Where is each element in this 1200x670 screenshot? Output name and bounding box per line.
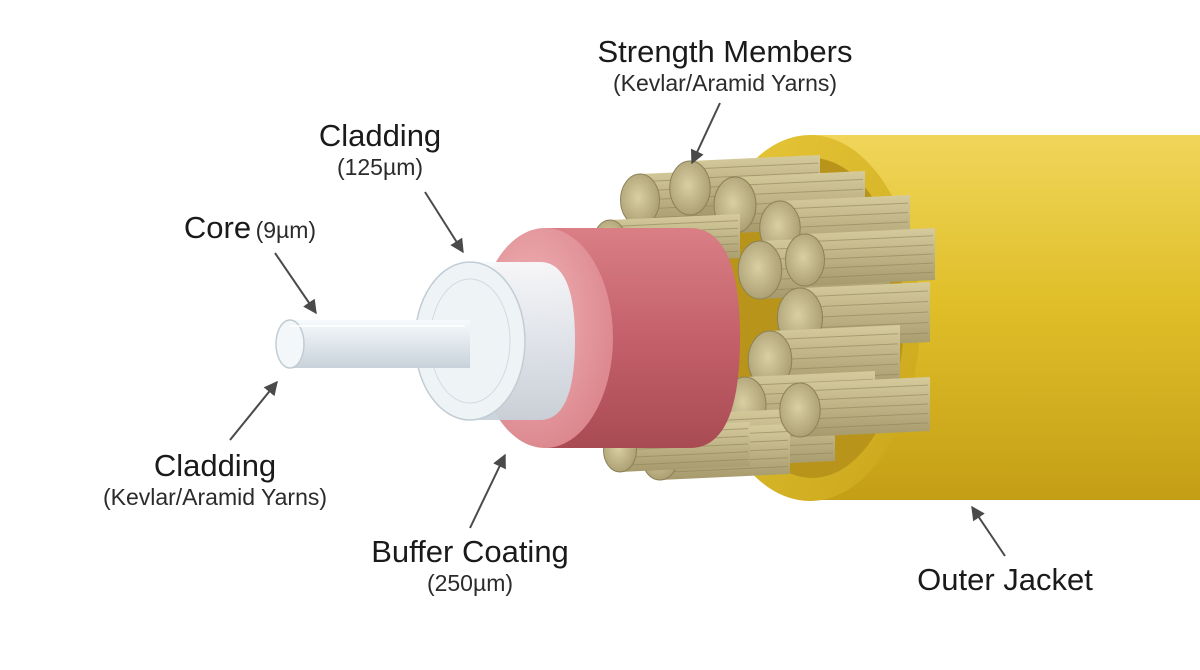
strength-member-yarns (593, 155, 935, 481)
label-cladding-top: Cladding (125µm) (290, 118, 470, 180)
yarn-fiber-line (619, 451, 749, 459)
label-buffer-coating-sub: (250µm) (426, 569, 514, 596)
label-buffer-coating: Buffer Coating (250µm) (340, 534, 600, 596)
yarn-fiber-line (744, 378, 874, 386)
yarn-fiber-line (779, 212, 909, 220)
yarn-bundle-end (669, 160, 711, 216)
yarn-fiber-line (804, 244, 934, 252)
arrow-core (274, 252, 317, 315)
yarn-fiber-line (799, 384, 929, 392)
label-core-sub: (9µm) (255, 217, 317, 243)
yarn-fiber-line (659, 466, 789, 473)
yarn-fiber-line (689, 162, 819, 170)
core-glass (275, 319, 470, 369)
arrow-strength-members (690, 102, 721, 165)
label-buffer-coating-title: Buffer Coating (371, 534, 569, 569)
yarn-fiber-line (734, 178, 864, 186)
yarn-bundle-end (737, 240, 783, 300)
label-strength-members: Strength Members (Kevlar/Aramid Yarns) (560, 34, 890, 96)
arrow-outer-jacket (971, 505, 1006, 557)
yarn-fiber-line (799, 403, 929, 411)
yarn-fiber-line (734, 188, 864, 196)
label-cladding-top-sub: (125µm) (336, 153, 424, 180)
arrow-cladding-bottom (229, 380, 278, 441)
yarn-fiber-line (769, 343, 899, 351)
yarn-fiber-line (804, 271, 934, 279)
label-cladding-bottom: Cladding (Kevlar/Aramid Yarns) (70, 448, 360, 510)
yarn-bundle-end (785, 233, 825, 287)
yarn-fiber-line (609, 220, 739, 228)
label-outer-jacket: Outer Jacket (895, 562, 1115, 598)
yarn-fiber-line (689, 172, 819, 180)
yarn-fiber-line (779, 202, 909, 210)
label-outer-jacket-title: Outer Jacket (917, 562, 1093, 597)
yarn-fiber-line (804, 253, 934, 261)
label-cladding-bottom-sub: (Kevlar/Aramid Yarns) (102, 483, 328, 510)
yarn-fiber-line (799, 394, 929, 402)
yarn-fiber-line (769, 363, 899, 371)
label-strength-members-title: Strength Members (597, 34, 853, 69)
yarn-fiber-line (799, 290, 929, 298)
yarn-fiber-line (804, 262, 934, 270)
yarn-fiber-line (779, 221, 909, 229)
yarn-bundle-end (779, 382, 821, 438)
label-cladding-top-title: Cladding (318, 118, 442, 153)
yarn-fiber-line (619, 458, 749, 466)
yarn-fiber-line (804, 235, 934, 243)
label-cladding-bottom-title: Cladding (153, 448, 277, 483)
label-core: Core (9µm) (160, 210, 340, 246)
yarn-fiber-line (799, 412, 929, 420)
yarn-fiber-line (799, 422, 929, 430)
arrow-cladding-top (424, 191, 464, 254)
callout-arrows (229, 102, 1006, 557)
arrow-buffer-coating (469, 453, 506, 529)
label-core-title: Core (183, 210, 252, 245)
label-strength-members-sub: (Kevlar/Aramid Yarns) (612, 69, 838, 96)
yarn-fiber-line (769, 333, 899, 341)
